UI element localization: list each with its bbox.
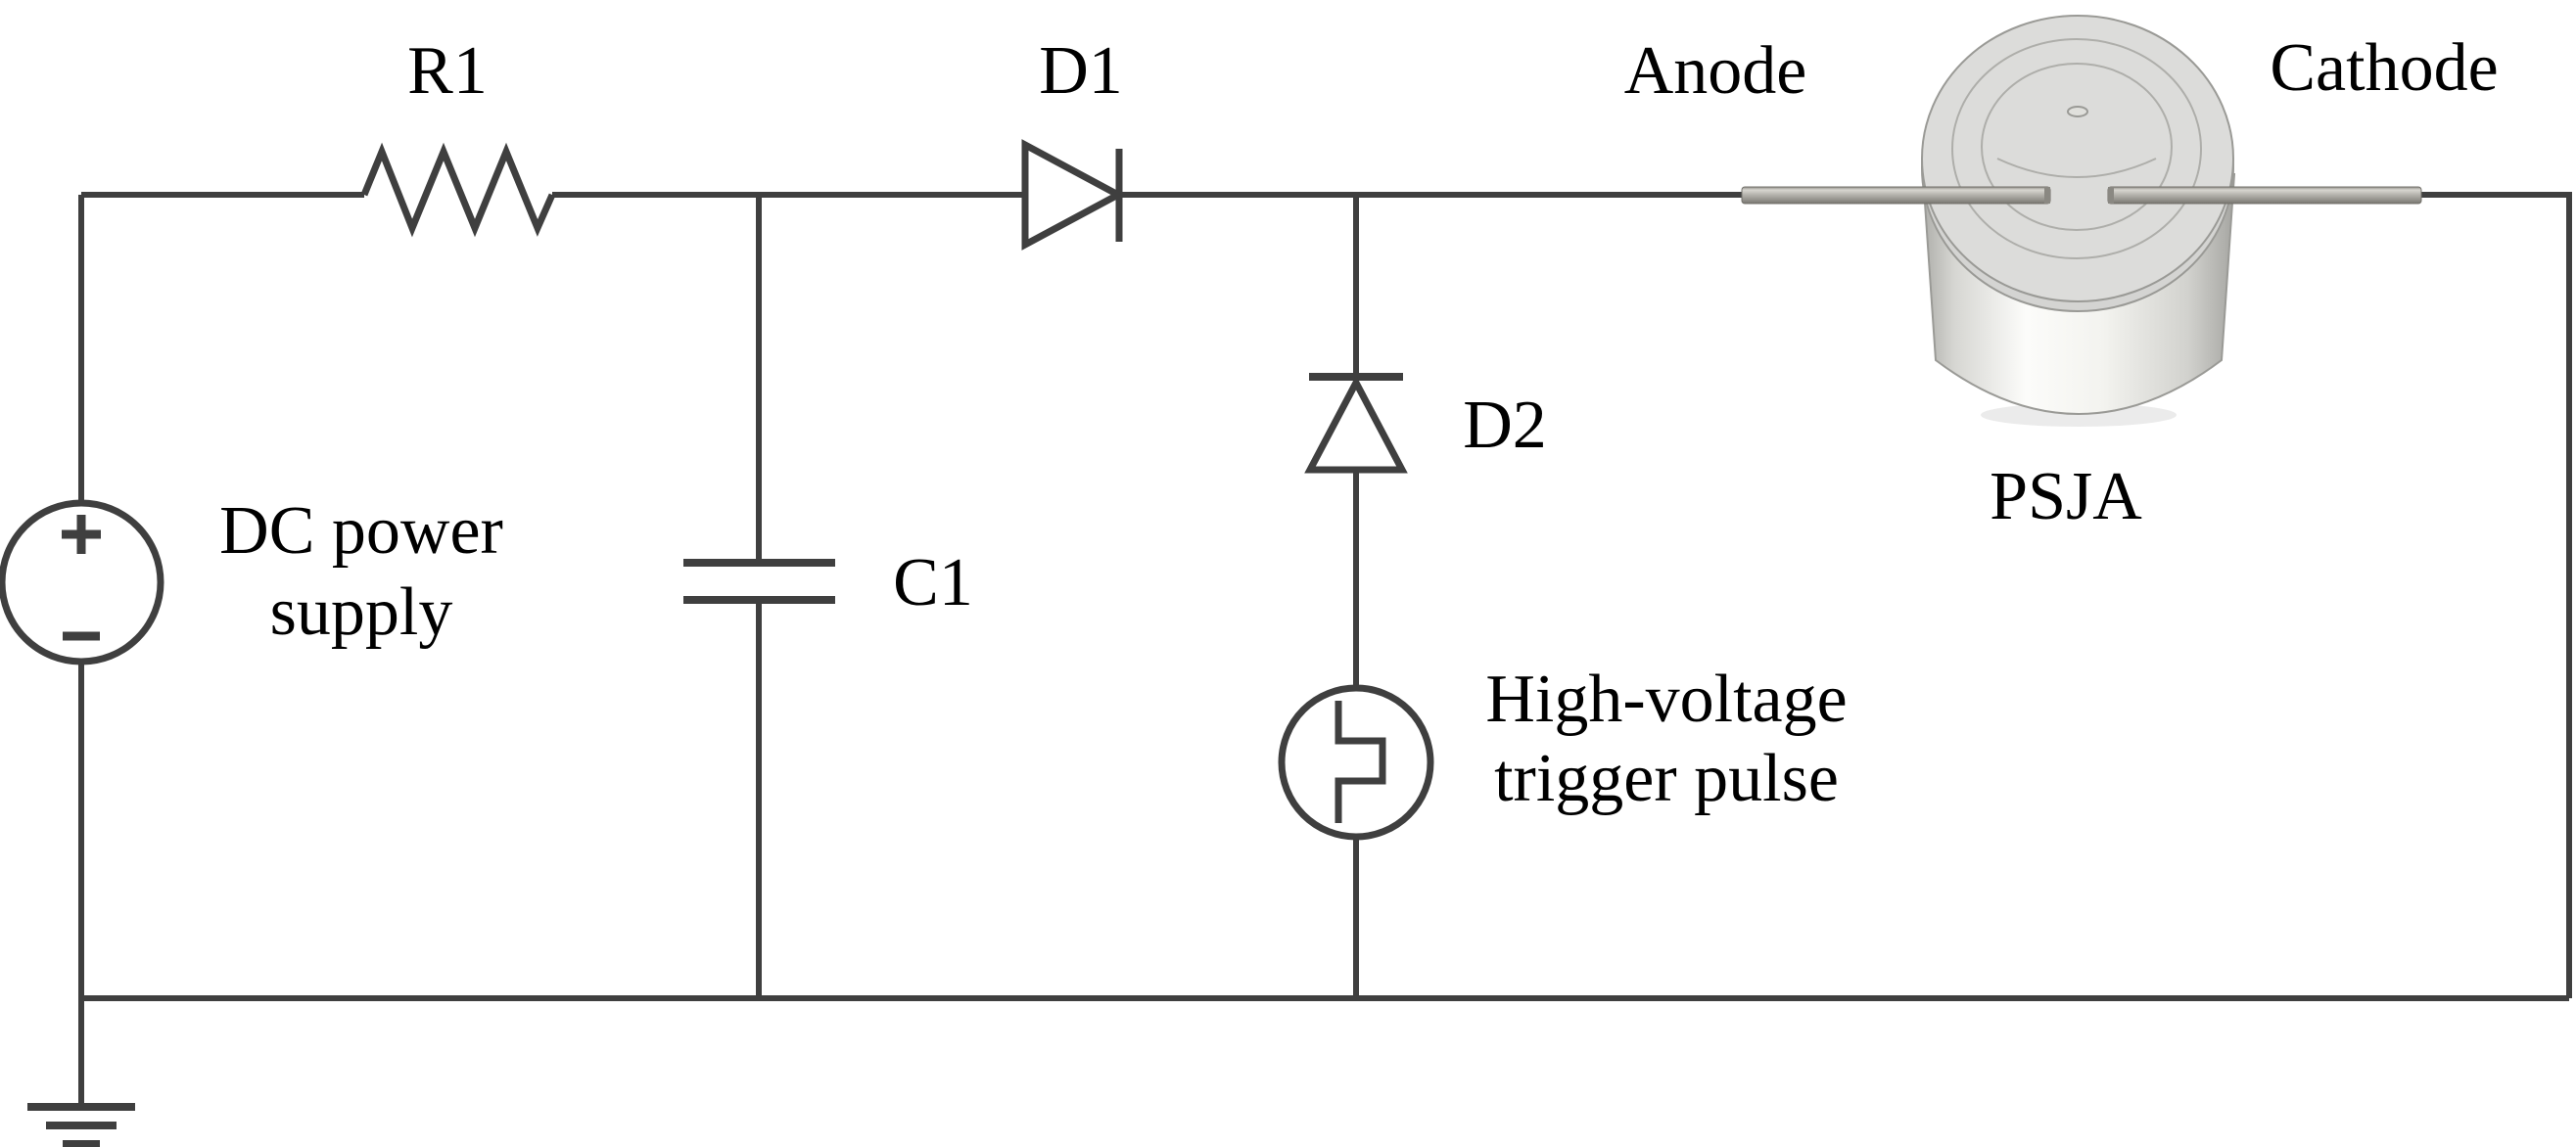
psja-electrodes [1741, 186, 2422, 205]
capacitor-c1-symbol [683, 559, 835, 604]
dc-supply-label-line1: DC power [219, 493, 503, 569]
psja-label: PSJA [1990, 459, 2142, 534]
diode-d1-label: D1 [1039, 33, 1123, 109]
right-wire [2419, 192, 2572, 998]
psja-cavity-floor-line [1996, 158, 2157, 178]
dc-power-supply-symbol [0, 499, 164, 665]
dc-source-circle [0, 499, 164, 665]
psja-orifice-icon [2067, 106, 2088, 117]
trigger-label-line2: trigger pulse [1494, 741, 1839, 816]
diode-d2-triangle [1304, 375, 1408, 474]
capacitor-c1-label: C1 [893, 545, 973, 620]
trigger-pulse-source-symbol [1278, 684, 1434, 841]
diode-d2-symbol [1304, 373, 1408, 474]
psja-cavity [1981, 63, 2173, 231]
anode-electrode-rod [1741, 186, 2051, 205]
cathode-electrode-rod [2107, 186, 2422, 205]
anode-rod-tip [2044, 187, 2050, 204]
psja-top-face [1921, 15, 2234, 302]
resistor-r1-label: R1 [407, 33, 488, 109]
cathode-rod-tip [2108, 187, 2114, 204]
diode-d1-symbol [1021, 139, 1126, 251]
wires [78, 192, 2572, 1107]
dc-supply-label-line2: supply [270, 574, 453, 650]
trigger-source-circle [1278, 684, 1434, 841]
pulse-waveform-icon [1335, 701, 1386, 823]
psja-actuator [1741, 15, 2422, 427]
psja-anode-label: Anode [1624, 33, 1807, 109]
diode-d2-label: D2 [1463, 388, 1547, 463]
trigger-label-line1: High-voltage [1485, 662, 1847, 737]
plus-sign [62, 515, 101, 554]
ground-symbol [27, 1103, 135, 1147]
psja-ring-groove [1951, 38, 2202, 259]
diode-d1-triangle [1021, 139, 1126, 251]
resistor-r1-zigzag [360, 142, 556, 238]
psja-cathode-label: Cathode [2270, 30, 2498, 106]
